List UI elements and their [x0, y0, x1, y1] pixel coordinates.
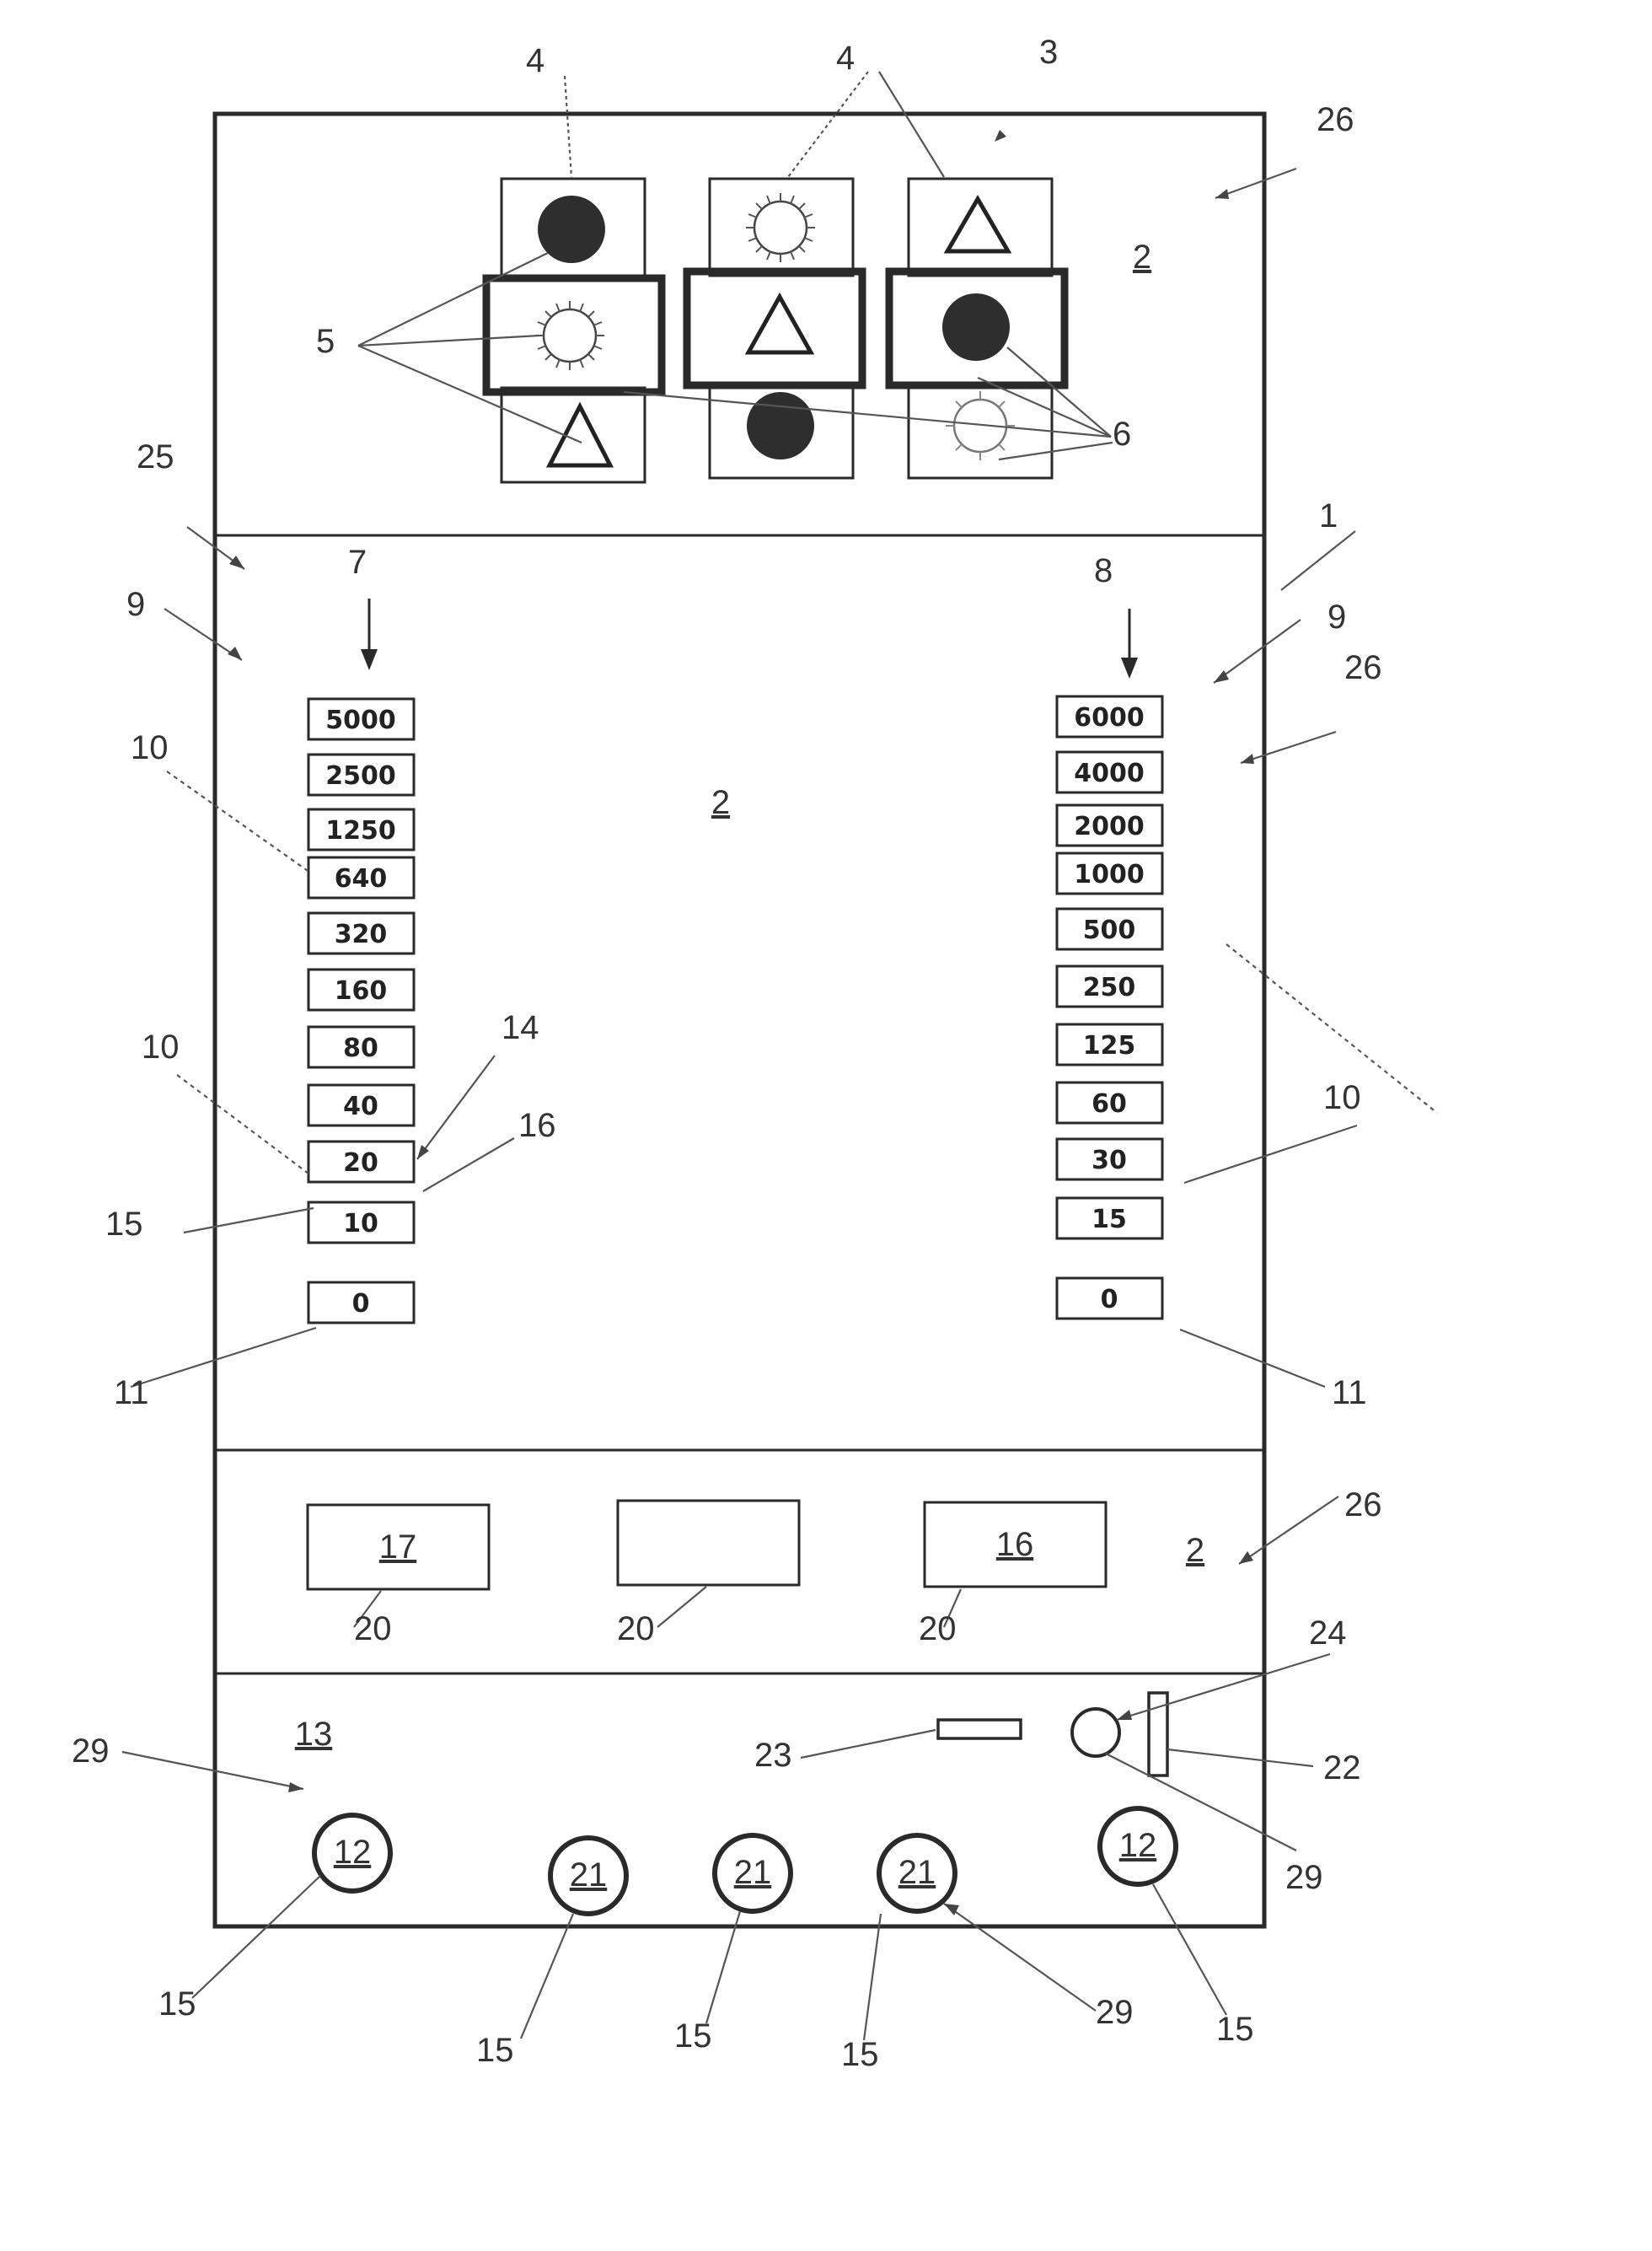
scale-value: 4000 — [1074, 759, 1145, 788]
scale-value: 40 — [343, 1092, 378, 1121]
ref-element: 15 — [158, 1985, 196, 2023]
triangle-icon — [748, 297, 811, 352]
ref-panel-face: 2 — [711, 784, 730, 821]
right-scale-column: 6000 4000 2000 1000 500 250 125 60 30 15 0 — [1057, 696, 1162, 1319]
scale-value: 125 — [1083, 1031, 1136, 1061]
ref-element: 15 — [841, 2036, 879, 2073]
display-label-right: 16 — [996, 1526, 1034, 1563]
pointer-arrows — [122, 130, 1338, 1915]
scale-value: 30 — [1092, 1146, 1127, 1175]
ref-display-box: 20 — [354, 1610, 392, 1647]
scale-value: 1250 — [325, 816, 396, 846]
ref-right-column: 8 — [1094, 552, 1113, 589]
ref-scale-field: 10 — [1323, 1079, 1361, 1116]
ref-element: 15 — [1216, 2011, 1254, 2048]
ref-symbol-row: 3 — [1039, 34, 1058, 71]
knob-label: 21 — [898, 1854, 936, 1891]
scale-value: 1000 — [1074, 860, 1145, 889]
reference-numerals: 4 4 3 26 2 5 6 25 1 7 8 9 9 26 10 2 14 1… — [72, 34, 1382, 2073]
ref-element: 15 — [105, 1206, 143, 1243]
knob-label: 21 — [734, 1854, 772, 1891]
selected-symbol-frame — [687, 271, 862, 385]
dial-label: 12 — [334, 1834, 372, 1871]
ref-device: 1 — [1319, 497, 1338, 535]
ref-panel-face: 2 — [1186, 1532, 1204, 1569]
ref-element: 15 — [476, 2032, 514, 2069]
knob: 21 — [715, 1835, 791, 1911]
column-arrow-head — [361, 649, 378, 670]
triangle-icon — [550, 406, 610, 465]
sun-icon — [946, 391, 1015, 460]
triangle-icon — [947, 199, 1008, 251]
dial-right: 12 — [1100, 1808, 1176, 1884]
scale-value: 160 — [335, 976, 388, 1006]
ref-panel-face: 2 — [1133, 239, 1151, 276]
ref-arrow-pointer: 29 — [1285, 1859, 1323, 1896]
ref-display-box: 20 — [617, 1610, 655, 1647]
ref-marker: 14 — [502, 1009, 539, 1046]
column-arrow-head — [1121, 658, 1138, 679]
knob: 21 — [879, 1835, 955, 1911]
horizontal-slot — [938, 1720, 1021, 1738]
scale-value: 0 — [352, 1289, 370, 1319]
ref-zero-field: 11 — [1332, 1374, 1367, 1411]
dial-label: 12 — [1119, 1827, 1157, 1864]
knob-label: 21 — [570, 1856, 608, 1894]
ref-element: 15 — [674, 2017, 712, 2055]
ref-section: 25 — [137, 438, 174, 475]
display-label-left: 17 — [379, 1528, 417, 1566]
scale-value: 640 — [335, 864, 388, 894]
ref-zero-field: 11 — [114, 1374, 149, 1411]
knob: 21 — [550, 1838, 626, 1914]
symbol-cell — [909, 179, 1052, 276]
ref-border: 26 — [1317, 101, 1354, 138]
sun-icon — [746, 193, 815, 262]
ref-selection-frame: 6 — [1113, 416, 1131, 453]
ref-edge: 16 — [518, 1107, 556, 1144]
ref-symbol-block: 4 — [836, 40, 855, 77]
filled-circle-icon — [747, 392, 814, 459]
scale-value: 15 — [1092, 1205, 1127, 1234]
ref-slot-vertical: 22 — [1323, 1749, 1361, 1786]
scale-value: 10 — [343, 1209, 378, 1238]
scale-value: 60 — [1092, 1089, 1127, 1119]
ref-scale-field: 10 — [131, 729, 169, 766]
scale-value: 2000 — [1074, 812, 1145, 841]
symbol-panel — [486, 179, 1065, 482]
selected-symbol-frame — [486, 278, 662, 392]
ref-border: 26 — [1344, 649, 1382, 686]
scale-value: 5000 — [325, 706, 396, 735]
scale-value: 80 — [343, 1034, 378, 1063]
ref-border: 26 — [1344, 1486, 1382, 1523]
left-scale-column: 5000 2500 1250 640 320 160 80 40 20 10 0 — [308, 699, 414, 1323]
ref-left-column: 7 — [348, 544, 367, 581]
ref-arrow-pointer: 29 — [1096, 1994, 1134, 2031]
ref-arrow-pointer: 29 — [72, 1733, 110, 1770]
scale-value: 20 — [343, 1148, 378, 1178]
ref-symbol-block: 4 — [526, 42, 544, 79]
scale-value: 2500 — [325, 761, 396, 791]
display-box-middle — [618, 1501, 799, 1585]
filled-circle-icon — [942, 293, 1010, 361]
dial-left: 12 — [314, 1815, 390, 1891]
scale-value: 0 — [1101, 1285, 1118, 1314]
indicator-light — [1072, 1709, 1119, 1756]
scale-value: 250 — [1083, 973, 1136, 1002]
ref-scale: 9 — [1328, 599, 1346, 636]
sun-icon — [535, 301, 604, 370]
ref-slot-horizontal: 23 — [754, 1737, 792, 1774]
scale-value: 6000 — [1074, 703, 1145, 733]
ref-indicator: 24 — [1309, 1614, 1347, 1652]
scale-value: 320 — [335, 920, 388, 949]
ref-display-box: 20 — [919, 1610, 957, 1647]
ref-bottom-section: 13 — [295, 1716, 333, 1753]
symbol-cell — [502, 388, 645, 482]
scale-value: 500 — [1083, 916, 1136, 945]
ref-symbols: 5 — [316, 323, 335, 360]
ref-scale-field: 10 — [142, 1029, 180, 1066]
ref-scale: 9 — [126, 586, 145, 623]
